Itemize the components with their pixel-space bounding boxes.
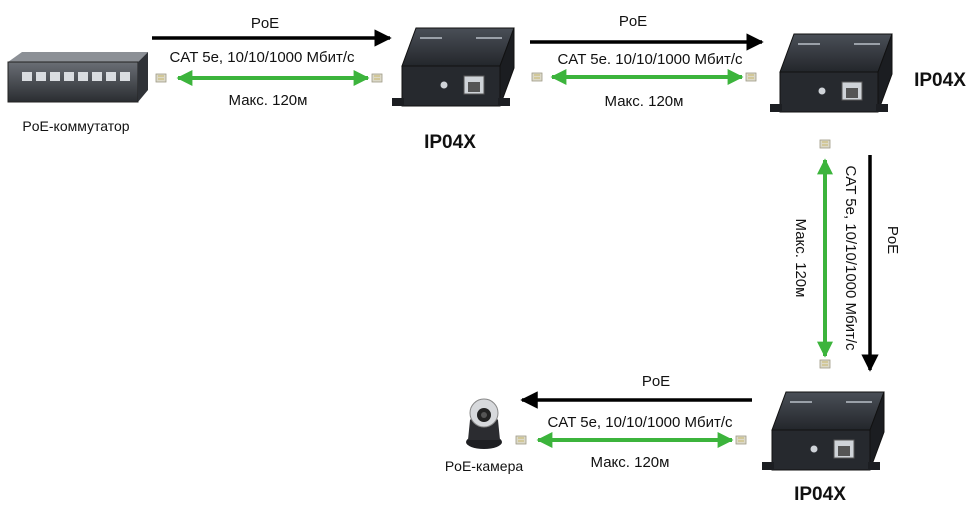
rj45-connector-icon [735,435,747,445]
poe-label-2: PoE [619,13,647,30]
poe-switch-icon [7,52,148,103]
distance-label-2: Макс. 120м [605,93,684,110]
rj45-connector-icon [531,72,543,82]
cable-label-4: CAT 5e, 10/10/1000 Мбит/с [547,414,733,431]
extender-label-3: IP04X [794,484,846,505]
distance-label-4: Макс. 120м [591,454,670,471]
cable-label-1: CAT 5e, 10/10/1000 Мбит/с [169,49,355,66]
poe-label-3: PoE [884,226,901,254]
rj45-connector-icon [155,73,167,83]
distance-label-3: Макс. 120м [792,219,809,298]
distance-label-1: Макс. 120м [229,92,308,109]
extender-label-1: IP04X [424,132,476,153]
ip04x-extender-icon [761,391,885,471]
rj45-connector-icon [819,139,831,149]
poe-label-1: PoE [251,15,279,32]
poe-label-4: PoE [642,373,670,390]
extender-label-2: IP04X [914,70,966,91]
rj45-connector-icon [371,73,383,83]
cable-label-3: CAT 5e, 10/10/1000 Мбит/с [842,165,859,351]
camera-label: PoE-камера [445,458,524,474]
ip04x-extender-icon [391,27,515,107]
rj45-connector-icon [515,435,527,445]
cable-label-2: CAT 5e. 10/10/1000 Мбит/с [557,51,743,68]
switch-label: PoE-коммутатор [22,118,129,134]
poe-camera-icon [466,398,502,449]
ip04x-extender-icon [769,33,893,113]
rj45-connector-icon [745,72,757,82]
rj45-connector-icon [819,359,831,369]
